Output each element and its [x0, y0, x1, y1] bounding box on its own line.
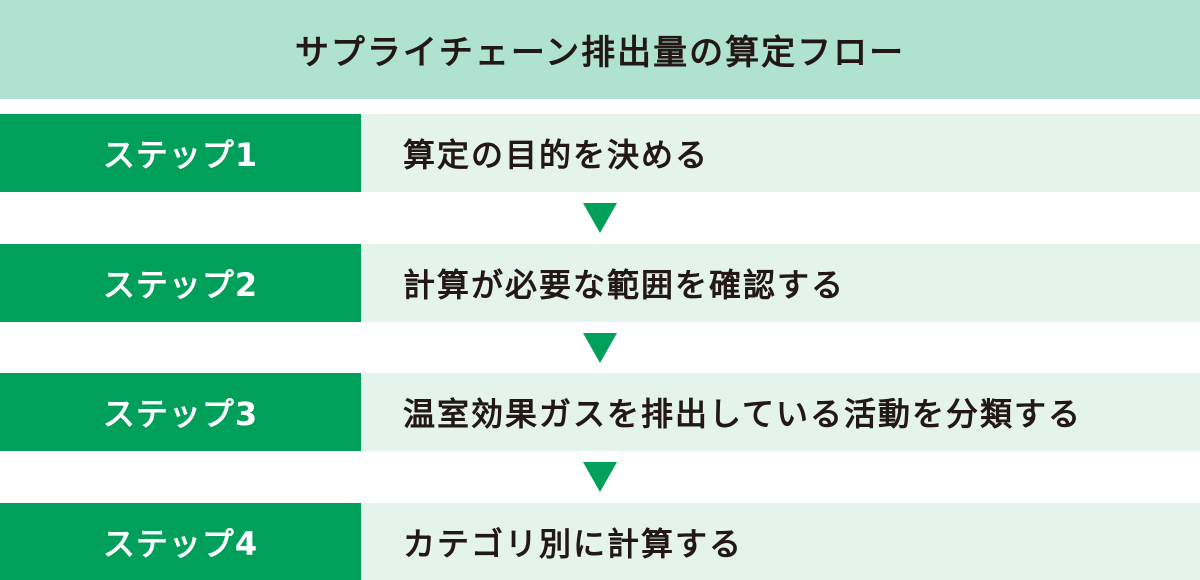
step-description: カテゴリ別に計算する [361, 503, 1200, 580]
step-label: ステップ2 [0, 244, 361, 322]
down-arrow-icon [583, 333, 617, 363]
step-label: ステップ1 [0, 114, 361, 192]
step-row-4: ステップ4 カテゴリ別に計算する [0, 503, 1200, 580]
step-description: 温室効果ガスを排出している活動を分類する [361, 373, 1200, 451]
step-row-3: ステップ3 温室効果ガスを排出している活動を分類する [0, 373, 1200, 451]
step-description: 算定の目的を決める [361, 114, 1200, 192]
down-arrow-icon [583, 203, 617, 233]
flow-title: サプライチェーン排出量の算定フロー [294, 33, 906, 73]
step-row-1: ステップ1 算定の目的を決める [0, 114, 1200, 192]
step-description: 計算が必要な範囲を確認する [361, 244, 1200, 322]
step-label: ステップ4 [0, 503, 361, 580]
flow-title-banner: サプライチェーン排出量の算定フロー [0, 0, 1200, 99]
step-label: ステップ3 [0, 373, 361, 451]
down-arrow-icon [583, 462, 617, 492]
step-row-2: ステップ2 計算が必要な範囲を確認する [0, 244, 1200, 322]
